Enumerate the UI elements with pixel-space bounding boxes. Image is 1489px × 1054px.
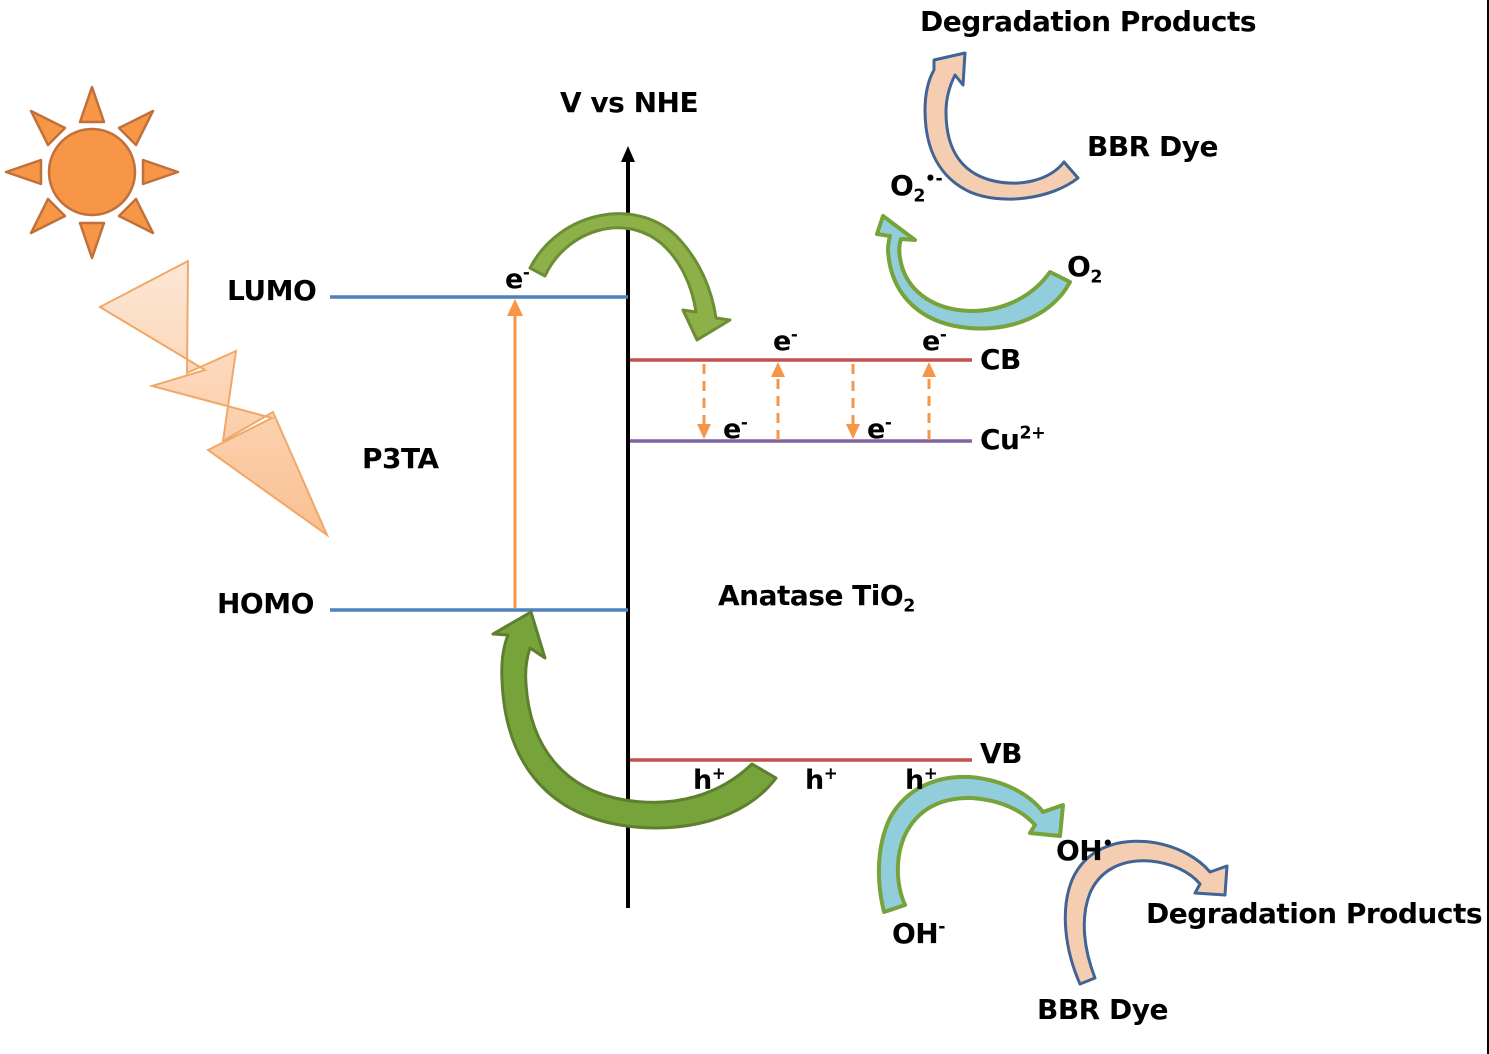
frame-border [1487,0,1489,1054]
semiconductor-subscript: 2 [903,596,915,617]
vb-label: VB [980,737,1023,770]
lightning-icon [97,259,330,538]
dye-label-bottom: BBR Dye [1037,993,1168,1026]
hydroxyl-radical-label: OH• [1056,834,1113,867]
hole-label-1: h+ [693,763,726,796]
cb-label: CB [980,343,1021,376]
hole-label-3: h+ [905,763,938,796]
electron-label-cb-2: e- [922,324,947,357]
semiconductor-name: Anatase TiO [718,579,904,612]
degradation-products-label-top: Degradation Products [920,5,1257,38]
dye-degradation-arrow-top [923,51,1080,201]
dopant-base: Cu [980,423,1020,456]
electron-label-lumo: e- [505,262,530,295]
electron-label-cb-1: e- [773,324,798,357]
trap-arrowheads [697,362,936,439]
axis-label: V vs NHE [560,86,699,119]
dye-degradation-arrow-bottom [1063,839,1229,986]
lumo-label: LUMO [227,274,317,307]
degradation-products-label-bottom: Degradation Products [1146,897,1483,930]
dopant-label: Cu2+ [980,423,1046,456]
hole-transfer-arrow [491,610,778,830]
hole-label-2: h+ [805,763,838,796]
superoxide-label: O2•- [890,169,943,207]
semiconductor-label: Anatase TiO2 [718,579,915,616]
oxygen-reduction-arrow [875,214,1072,331]
arrowhead-down-icon [697,424,711,439]
arrowhead-down-icon [846,424,860,439]
homo-label: HOMO [217,587,314,620]
electron-label-dopant-2: e- [867,412,892,445]
arrowhead-up-icon [771,362,785,377]
hydroxide-label: OH- [892,917,945,950]
dye-label-top: BBR Dye [1087,130,1218,163]
electron-transfer-arrow [528,212,732,342]
hydroxyl-oxidation-arrow [876,774,1065,914]
trap-arrows [702,364,931,440]
sun-icon [4,85,180,260]
arrowhead-up-icon [922,362,936,377]
electron-label-dopant-1: e- [723,412,748,445]
polymer-label: P3TA [362,442,439,475]
excitation-arrowhead-icon [507,299,523,316]
dopant-charge: 2+ [1019,423,1046,444]
axis-arrowhead-icon [621,146,635,162]
oxygen-label: O2 [1067,250,1102,288]
